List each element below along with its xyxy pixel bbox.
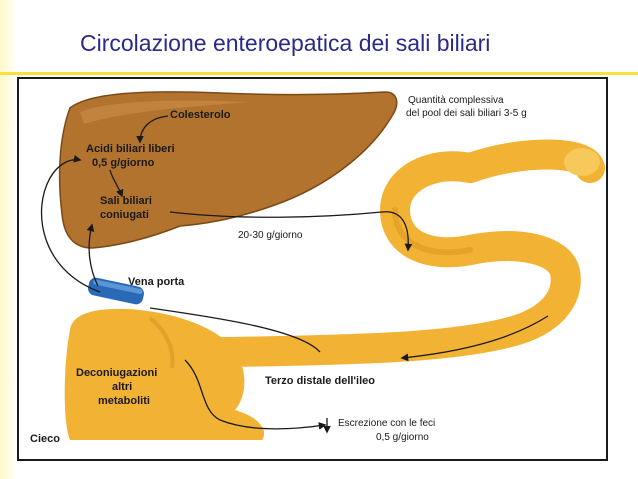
label-escrezione-line2: 0,5 g/giorno bbox=[376, 432, 429, 443]
cecum-fold bbox=[148, 316, 175, 369]
liver-highlight bbox=[80, 100, 250, 124]
label-escrezione-line1: Escrezione con le feci bbox=[338, 418, 435, 429]
arrow-to-excretion bbox=[184, 359, 327, 430]
label-pool-line1: Quantità complessiva bbox=[408, 95, 504, 106]
label-acidi-line1: Acidi biliari liberi bbox=[86, 143, 175, 155]
label-pool-line2: del pool dei sali biliari 3-5 g bbox=[406, 108, 527, 119]
label-flusso: 20-30 g/giorno bbox=[238, 230, 303, 241]
arrow-free-acids-loop bbox=[40, 154, 101, 293]
left-decor-band bbox=[0, 0, 18, 479]
label-decon-line1: Deconiugazioni bbox=[76, 367, 157, 379]
arrow-liver-to-intestine bbox=[169, 211, 413, 252]
label-cieco: Cieco bbox=[30, 433, 60, 445]
label-sali-line2: coniugati bbox=[100, 209, 149, 221]
label-colesterolo: Colesterolo bbox=[170, 109, 231, 121]
liver-shape bbox=[58, 91, 398, 249]
arrow-portal-to-liver bbox=[86, 223, 99, 287]
title-rule bbox=[0, 72, 638, 75]
arrow-ileum-to-portal bbox=[149, 307, 321, 353]
label-decon-line3: metaboliti bbox=[98, 395, 150, 407]
arrow-cholesterol-to-acids bbox=[136, 115, 169, 144]
intestine-shade bbox=[392, 207, 473, 256]
label-decon-line2: altri bbox=[112, 381, 132, 393]
arrow-acids-to-salts bbox=[109, 169, 124, 198]
intestine-end bbox=[564, 148, 600, 176]
label-ileo: Terzo distale dell'ileo bbox=[265, 375, 375, 387]
label-vena-porta: Vena porta bbox=[128, 276, 185, 288]
arrow-intestine-to-ileum bbox=[400, 315, 549, 362]
slide-title: Circolazione enteroepatica dei sali bili… bbox=[80, 30, 491, 56]
label-sali-line1: Sali biliari bbox=[100, 195, 152, 207]
terminal-ileum bbox=[192, 337, 231, 369]
portal-vein bbox=[88, 277, 144, 305]
label-acidi-line2: 0,5 g/giorno bbox=[92, 157, 155, 169]
